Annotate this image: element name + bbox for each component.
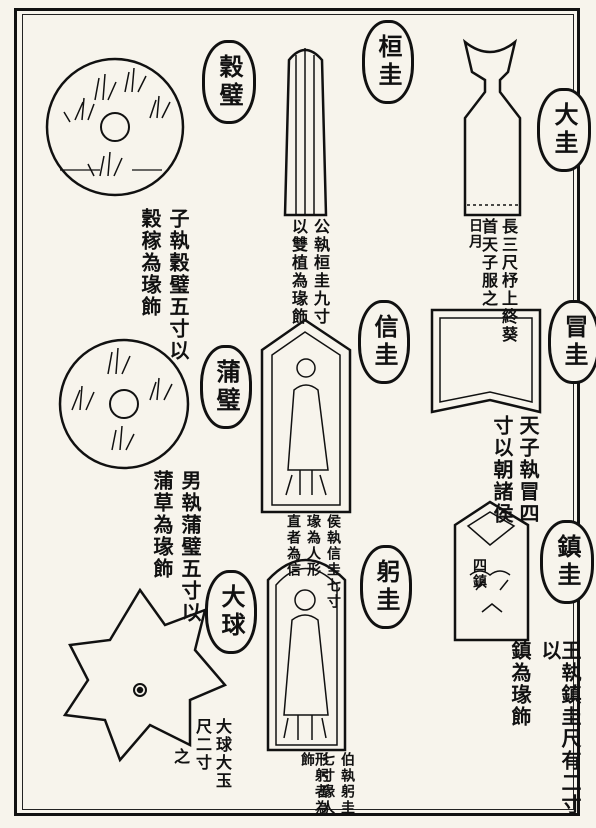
badge-daqiu: 大球 bbox=[205, 570, 257, 654]
gonggui-tablet-illustration bbox=[266, 558, 347, 752]
badge-xinggui: 信圭 bbox=[358, 300, 410, 384]
caption-huangui-col2: 以雙植為瑑飾 bbox=[289, 218, 308, 326]
caption-maogui-col1: 天子執冒四 bbox=[516, 415, 540, 525]
caption-dagui-col2: 首天子服之 bbox=[479, 218, 498, 308]
caption-daqiu-col3: 之 bbox=[171, 748, 190, 766]
caption-gonggui-col3: 形躬者為飾 bbox=[299, 752, 329, 816]
caption-gubi-col1: 子執穀璧五寸以 bbox=[166, 208, 190, 362]
xinggui-tablet-illustration bbox=[260, 318, 352, 514]
badge-huangui: 桓圭 bbox=[362, 20, 414, 104]
dagui-tablet-illustration bbox=[462, 38, 522, 217]
caption-xinggui-col3: 直者為信 bbox=[285, 514, 301, 578]
outer-border bbox=[14, 8, 580, 816]
caption-xinggui-col1: 侯執信圭七寸 bbox=[325, 514, 341, 610]
caption-xinggui-col2: 瑑為人形 bbox=[305, 514, 321, 578]
pubi-disc-illustration bbox=[58, 338, 190, 470]
caption-zhengui-col2: 鎮為瑑飾 bbox=[508, 640, 532, 728]
maogui-tablet-illustration bbox=[430, 308, 542, 414]
caption-maogui-col2: 寸以朝諸侯 bbox=[490, 415, 514, 525]
badge-pubi: 蒲璧 bbox=[200, 345, 252, 429]
caption-gonggui-col1: 伯執躬圭 bbox=[339, 752, 355, 816]
badge-gubi: 穀璧 bbox=[202, 40, 256, 124]
gubi-disc-illustration bbox=[45, 57, 185, 197]
caption-gubi-col2: 穀稼為瑑飾 bbox=[138, 208, 162, 318]
caption-dagui-mark: 日月 bbox=[467, 218, 483, 250]
caption-daqiu-col2: 尺二寸 bbox=[193, 718, 212, 772]
huangui-tablet-illustration bbox=[283, 48, 328, 217]
badge-zhengui: 鎮圭 bbox=[540, 520, 594, 604]
zhengui-tablet-illustration bbox=[453, 500, 530, 642]
caption-huangui-col1: 公執桓圭九寸 bbox=[311, 218, 330, 326]
zhengui-inscription: 四鎮 bbox=[471, 558, 487, 590]
caption-pubi-col1: 男執蒲璧五寸以 bbox=[178, 470, 202, 624]
caption-dagui-col1: 長三尺杼上終葵 bbox=[499, 218, 518, 344]
caption-gonggui-col2: 七寸瑑人 bbox=[319, 752, 335, 816]
caption-daqiu-col1: 大球大玉 bbox=[213, 718, 232, 790]
badge-maogui: 冒圭 bbox=[548, 300, 596, 384]
caption-zhengui-col1: 王執鎮圭尺有二寸以 bbox=[538, 640, 582, 816]
daqiu-star-illustration bbox=[62, 587, 228, 763]
caption-pubi-col2: 蒲草為瑑飾 bbox=[150, 470, 174, 580]
badge-gonggui: 躬圭 bbox=[360, 545, 412, 629]
inner-border bbox=[22, 14, 574, 810]
badge-dagui: 大圭 bbox=[537, 88, 591, 172]
